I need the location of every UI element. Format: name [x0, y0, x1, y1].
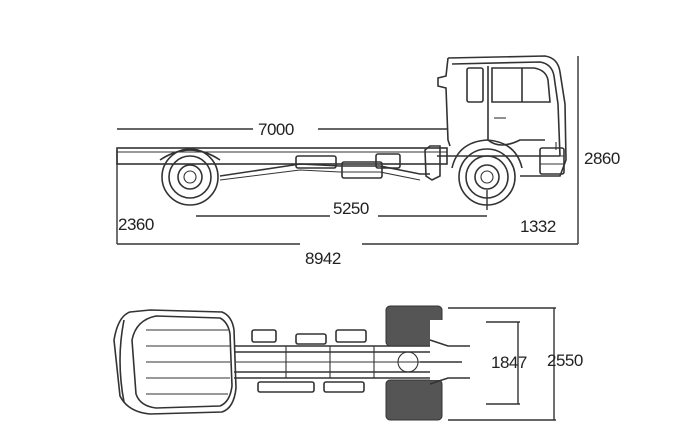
side-dimension-lines: [116, 56, 579, 245]
top-tyres: [385, 305, 480, 421]
side-view: 7000 5250 2360 1332 8942 2860: [116, 55, 620, 268]
top-dimension-lines: [448, 307, 556, 421]
rear-wheel: [159, 148, 221, 206]
dim-2550-label: 2550: [547, 351, 583, 370]
truck-cab: [437, 55, 567, 177]
dim-8942-label: 8942: [305, 249, 341, 268]
dim-1847-label: 1847: [491, 353, 527, 372]
driveline: [219, 145, 441, 181]
dim-2360-label: 2360: [118, 215, 154, 234]
dim-1332-label: 1332: [520, 217, 556, 236]
dim-2860-label: 2860: [584, 149, 620, 168]
top-view: 1847 2550: [113, 305, 583, 421]
top-rear-body: [113, 309, 237, 415]
dim-5250-label: 5250: [333, 199, 369, 218]
dim-7000-label: 7000: [258, 120, 294, 139]
